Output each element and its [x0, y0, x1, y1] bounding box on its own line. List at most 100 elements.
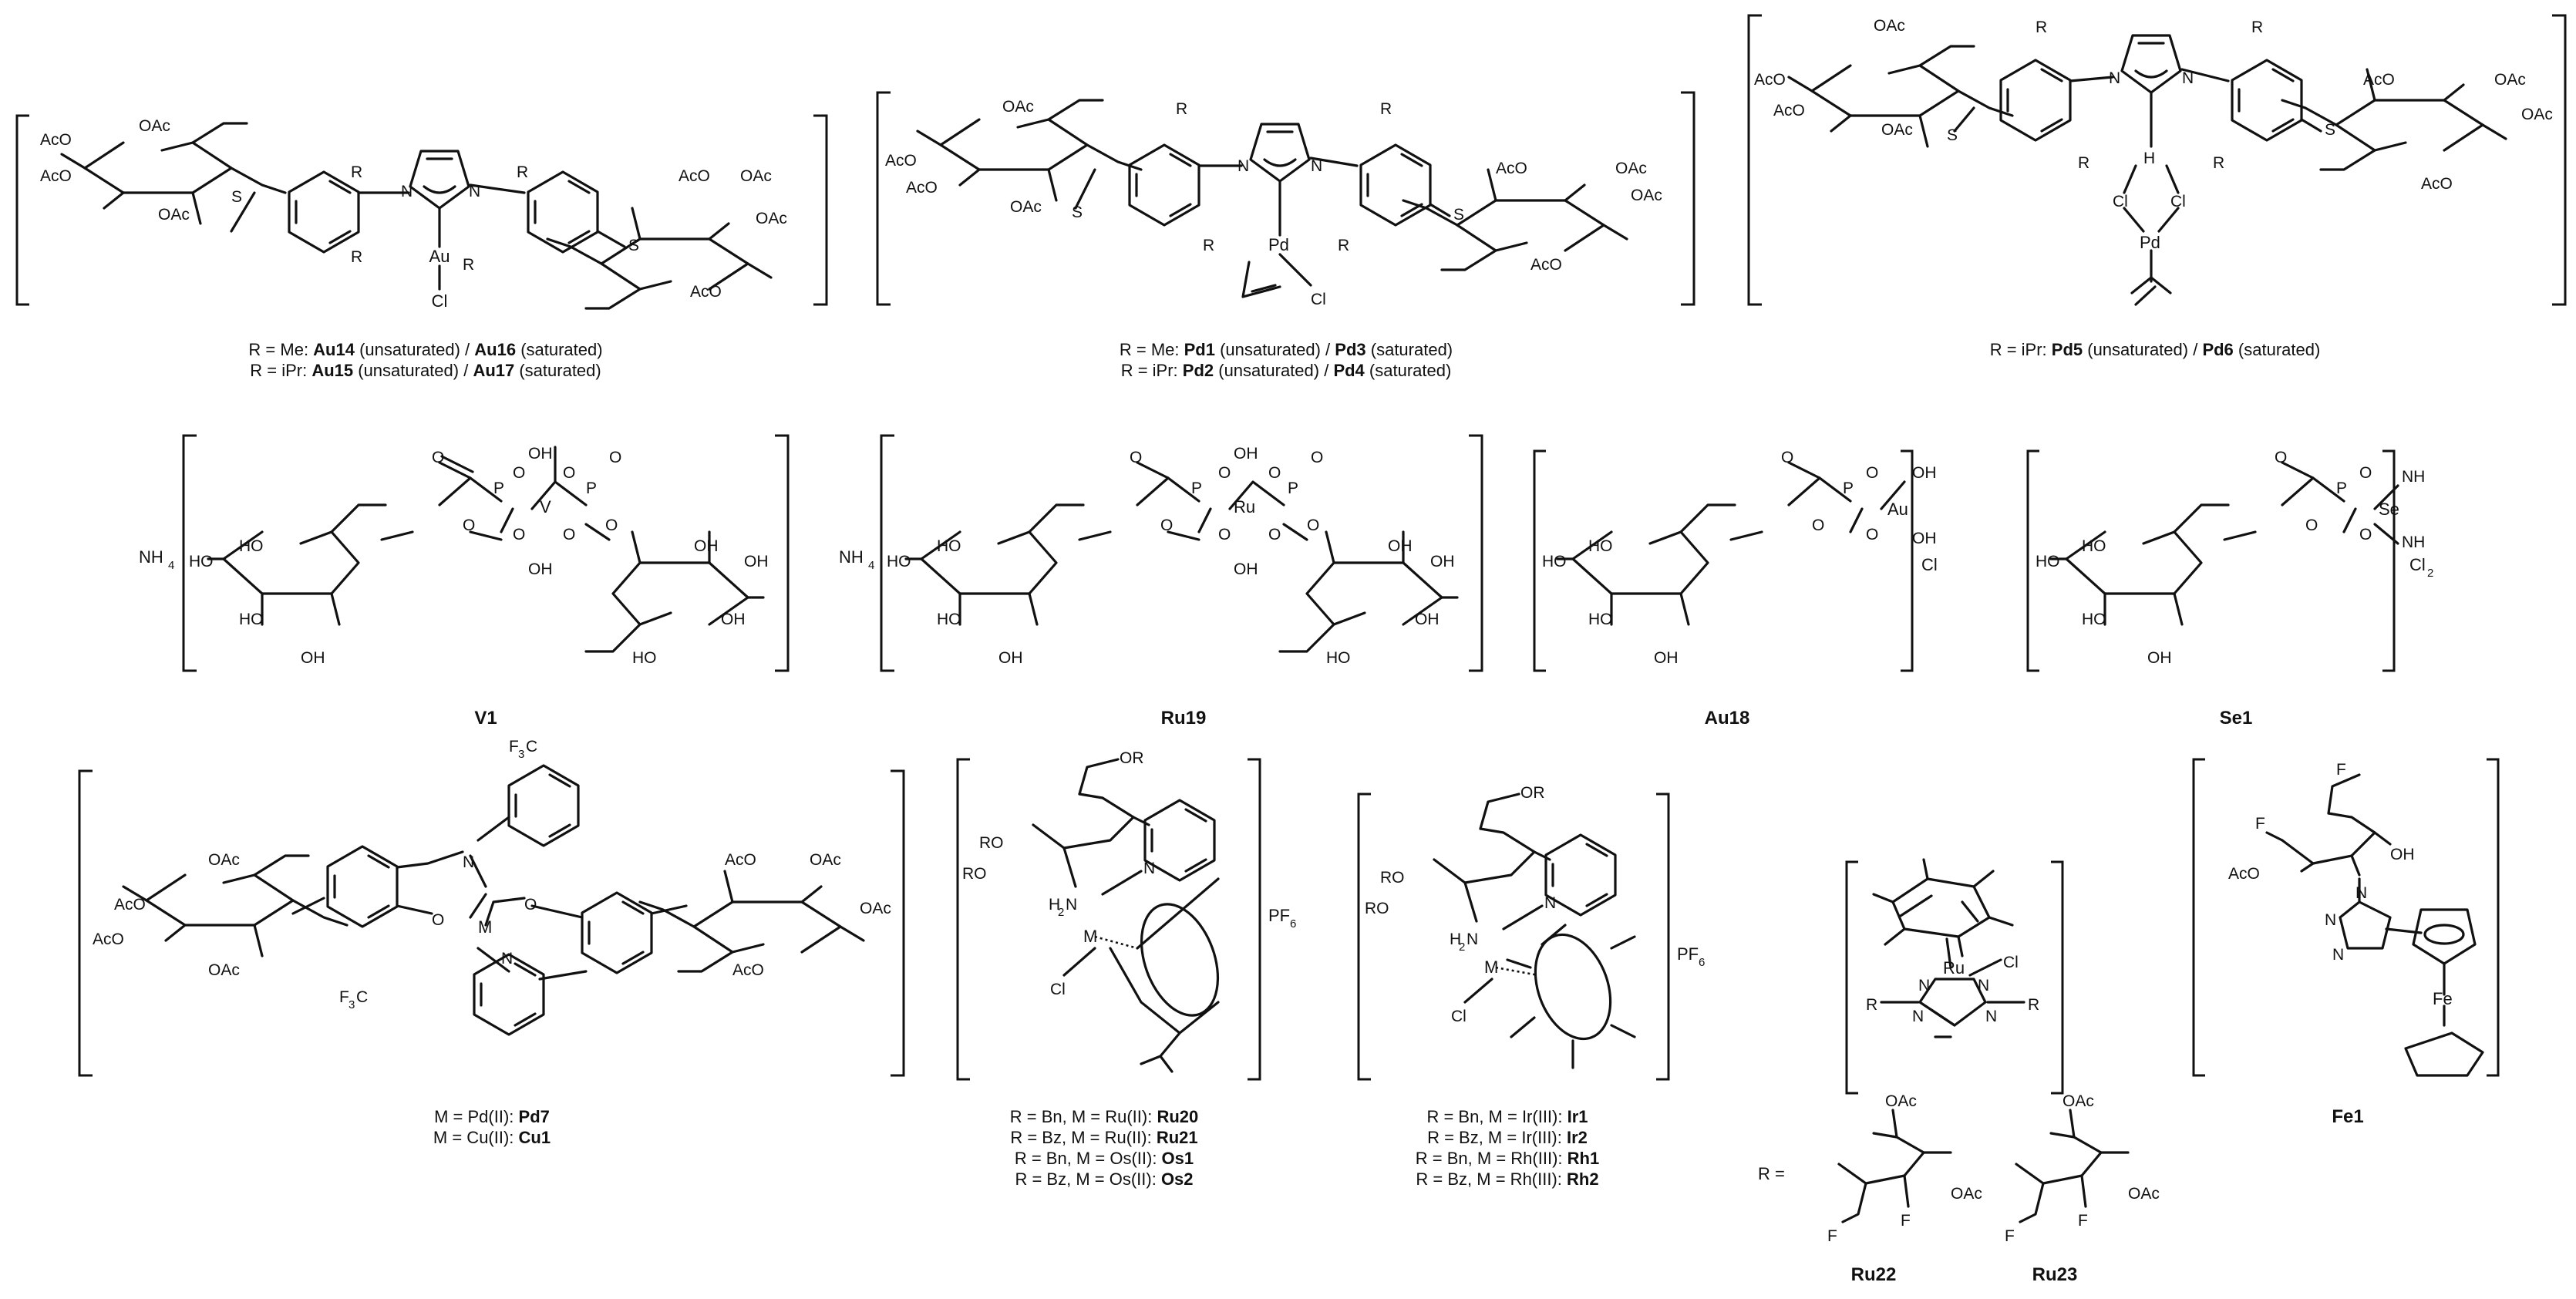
atom-label: OH — [1430, 553, 1455, 570]
ru22-structure: Ru Cl N N N N R R R = OAc OAc F F OAc OA… — [1758, 858, 2160, 1245]
atom-label: AcO — [679, 167, 710, 185]
atom-label: O — [1866, 526, 1878, 543]
atom-label: N — [1978, 977, 1989, 994]
atom-label: O — [609, 449, 621, 466]
atom-label: R — [1203, 237, 1214, 254]
pd7-structure: F 3 C F 3 C N O M O N AcO AcO OAc OAc Ac… — [78, 738, 905, 1077]
atom-label: OAc — [208, 961, 240, 979]
label-au18: Au18 — [1704, 708, 1750, 729]
atom-label: OH — [1654, 649, 1679, 667]
atom-label: R — [2028, 996, 2039, 1014]
atom-label: M — [1484, 957, 1498, 977]
atom-au: Au — [429, 247, 450, 266]
atom-label: OAc — [1885, 1092, 1917, 1110]
atom-label: F — [2255, 815, 2265, 833]
atom-label: R — [517, 163, 528, 181]
subscript: 2 — [1459, 941, 1465, 954]
atom-label: OAc — [756, 210, 787, 227]
atom-label: Fe — [2433, 989, 2453, 1008]
fe1-structure: F F AcO OH N N N Fe — [2192, 758, 2500, 1077]
atom-label: OAc — [208, 851, 240, 869]
atom-label: OAc — [1951, 1185, 1982, 1203]
atom-label: OR — [1520, 784, 1545, 802]
atom-label: Cl — [1921, 555, 1938, 574]
atom-label: O — [1218, 464, 1231, 482]
atom-label: F — [509, 738, 519, 756]
ru20-structure: RO RO OR H 2 N N M Cl PF 6 — [956, 749, 1296, 1081]
v1-structure: NH 4 O O P O O V O O P O O OH OH HO HO H… — [139, 434, 790, 672]
atom-label: P — [493, 480, 504, 497]
atom-label: P — [2336, 480, 2347, 497]
atom-label: OH — [1912, 464, 1937, 482]
label-pd5-6: R = iPr: Pd5 (unsaturated) / Pd6 (satura… — [1989, 340, 2321, 359]
atom-label: AcO — [1530, 256, 1562, 274]
atom-label: RO — [1365, 900, 1389, 917]
subscript: 2 — [1058, 906, 1064, 919]
atom-label: OH — [2147, 649, 2172, 667]
atom-label: N — [1066, 896, 1077, 914]
atom-label: N — [1311, 157, 1322, 175]
atom-label: RO — [962, 865, 987, 883]
atom-label: O — [1311, 449, 1323, 466]
atom-label: Pd — [2140, 233, 2160, 252]
atom-label: N — [2182, 69, 2194, 87]
se1-structure: O O P O O Se NH NH HO HO HO OH Cl 2 — [2026, 449, 2433, 672]
atom-label: R = — [1758, 1164, 1785, 1183]
label-pd7-cu1: M = Pd(II): Pd7 M = Cu(II): Cu1 — [433, 1107, 551, 1147]
atom-label: O — [1812, 517, 1824, 534]
atom-label: Cl — [2003, 954, 2019, 971]
atom-label: O — [513, 526, 525, 543]
atom-label: N — [469, 183, 480, 200]
atom-label: HO — [1542, 553, 1567, 570]
atom-label: R — [2213, 154, 2224, 172]
atom-label: NH — [839, 547, 864, 567]
atom-label: AcO — [1773, 102, 1805, 119]
label-ru20-os2: R = Bn, M = Ru(II): Ru20 R = Bz, M = Ru(… — [1009, 1107, 1199, 1189]
atom-label: R — [1380, 100, 1392, 118]
atom-label: F — [2005, 1227, 2015, 1245]
atom-label: F — [1901, 1212, 1911, 1230]
atom-label: Ru — [1943, 958, 1965, 978]
atom-label: O — [1268, 526, 1281, 543]
atom-label: OH — [2390, 846, 2415, 863]
atom-label: AcO — [2363, 71, 2395, 89]
atom-label: OH — [694, 537, 719, 555]
atom-label: OH — [1234, 560, 1258, 578]
atom-label: OH — [528, 445, 553, 463]
atom-label: R — [463, 256, 474, 274]
atom-label: O — [1866, 464, 1878, 482]
atom-label: AcO — [690, 283, 722, 301]
atom-label: OAc — [2494, 71, 2526, 89]
atom-label: O — [513, 464, 525, 482]
atom-label: H — [1049, 896, 1060, 914]
atom-label: NH — [2402, 468, 2425, 486]
atom-label: AcO — [1496, 160, 1527, 177]
atom-label: Cl — [2113, 193, 2128, 210]
atom-label: OAc — [1881, 121, 1913, 139]
atom-label: O — [2359, 464, 2372, 482]
atom-label: AcO — [732, 961, 764, 979]
pd-nhc-structure: Pd Cl AcO AcO OAc OAc S R R R R N N S Ac… — [876, 91, 1695, 308]
atom-label: OAc — [860, 900, 891, 917]
atom-label: P — [1843, 480, 1854, 497]
atom-label: N — [1918, 977, 1930, 994]
atom-label: O — [1781, 449, 1793, 466]
atom-label: AcO — [93, 931, 124, 948]
atom-label: O — [463, 517, 475, 534]
atom-label: AcO — [2228, 865, 2260, 883]
atom-label: OAc — [1002, 98, 1034, 116]
atom-label: OH — [301, 649, 325, 667]
atom-label: R — [1338, 237, 1349, 254]
pd-imidazolium-structure: H Cl Cl Pd AcO AcO OAc OAc S R R R R N N… — [1747, 14, 2567, 306]
atom-label: S — [628, 237, 639, 254]
atom-label: AcO — [725, 851, 756, 869]
atom-label: OAc — [158, 206, 190, 224]
atom-label: PF — [1268, 906, 1290, 925]
atom-label: H — [1450, 931, 1461, 948]
atom-label: OH — [998, 649, 1023, 667]
atom-label: OH — [1912, 530, 1937, 547]
atom-label: S — [1947, 126, 1958, 144]
atom-label: OAc — [740, 167, 772, 185]
label-v1: V1 — [474, 708, 497, 729]
